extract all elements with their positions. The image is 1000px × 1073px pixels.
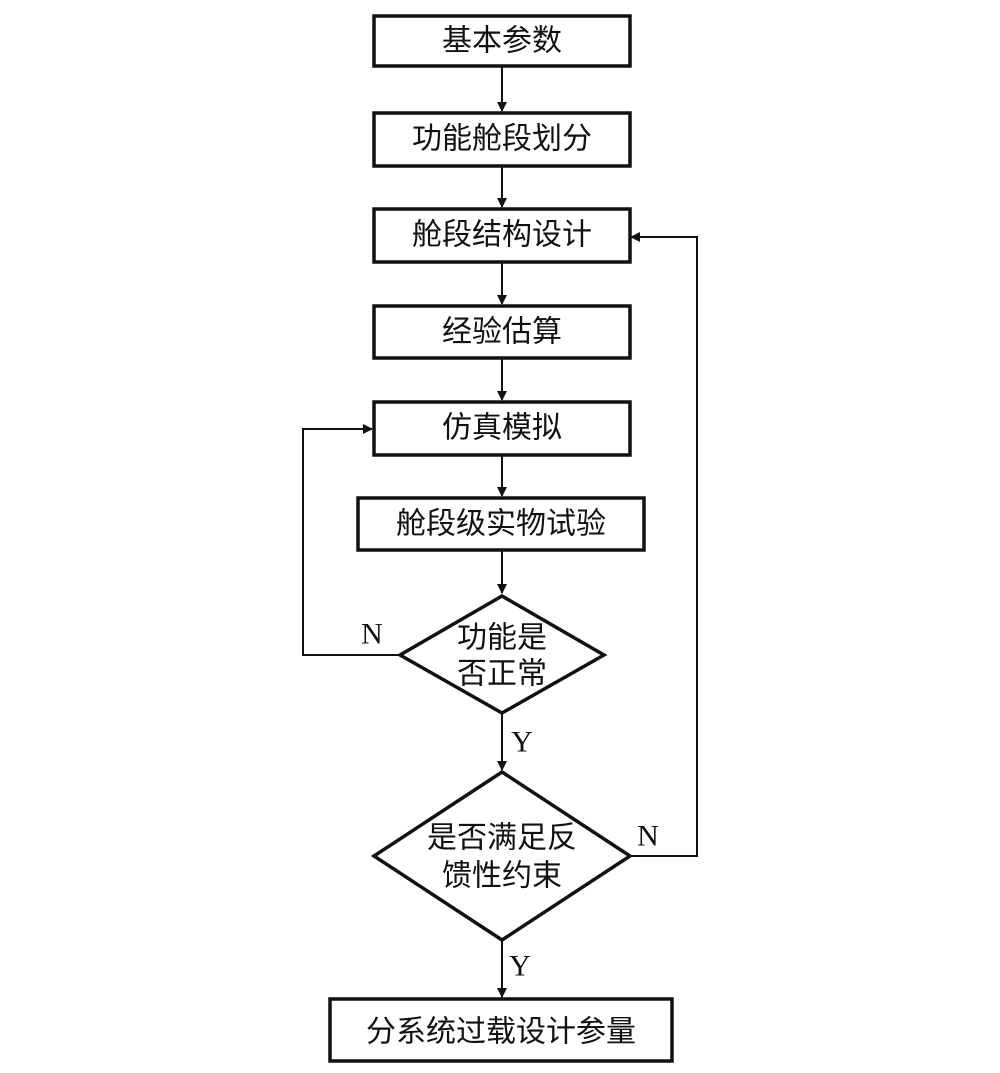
edge-label-function-yes: Y xyxy=(511,726,533,759)
decision-function-normal-line1: 功能是 xyxy=(457,621,547,656)
node-subsystem-overload-params-label: 分系统过载设计参量 xyxy=(366,1015,636,1050)
node-function-segment-division-label: 功能舱段划分 xyxy=(412,122,592,157)
decision-feedback-constraint-line1: 是否满足反 xyxy=(427,821,577,856)
node-segment-physical-test: 舱段级实物试验 xyxy=(356,496,646,552)
node-empirical-estimation-label: 经验估算 xyxy=(442,315,562,350)
edge-feedback-check-no-loop xyxy=(630,232,698,857)
node-segment-structure-design: 舱段结构设计 xyxy=(372,207,632,264)
decision-feedback-constraint-line2: 馈性约束 xyxy=(442,859,562,894)
node-subsystem-overload-params: 分系统过载设计参量 xyxy=(328,997,674,1063)
node-function-segment-division: 功能舱段划分 xyxy=(372,111,632,168)
node-segment-structure-design-label: 舱段结构设计 xyxy=(412,218,592,253)
decision-function-normal-line2: 否正常 xyxy=(457,657,547,692)
node-segment-physical-test-label: 舱段级实物试验 xyxy=(396,507,606,542)
node-basic-params: 基本参数 xyxy=(372,14,632,68)
edge-label-feedback-no: N xyxy=(637,820,659,853)
node-basic-params-label: 基本参数 xyxy=(442,24,562,59)
node-simulation-label: 仿真模拟 xyxy=(442,411,562,446)
decision-function-normal: 功能是 否正常 xyxy=(396,593,608,716)
edge-function-check-no-loop xyxy=(302,424,400,656)
node-simulation: 仿真模拟 xyxy=(372,400,632,457)
edge-label-feedback-yes: Y xyxy=(509,950,531,983)
decision-feedback-constraint: 是否满足反 馈性约束 xyxy=(370,769,634,943)
edge-label-function-no: N xyxy=(361,618,383,651)
node-empirical-estimation: 经验估算 xyxy=(372,304,632,360)
